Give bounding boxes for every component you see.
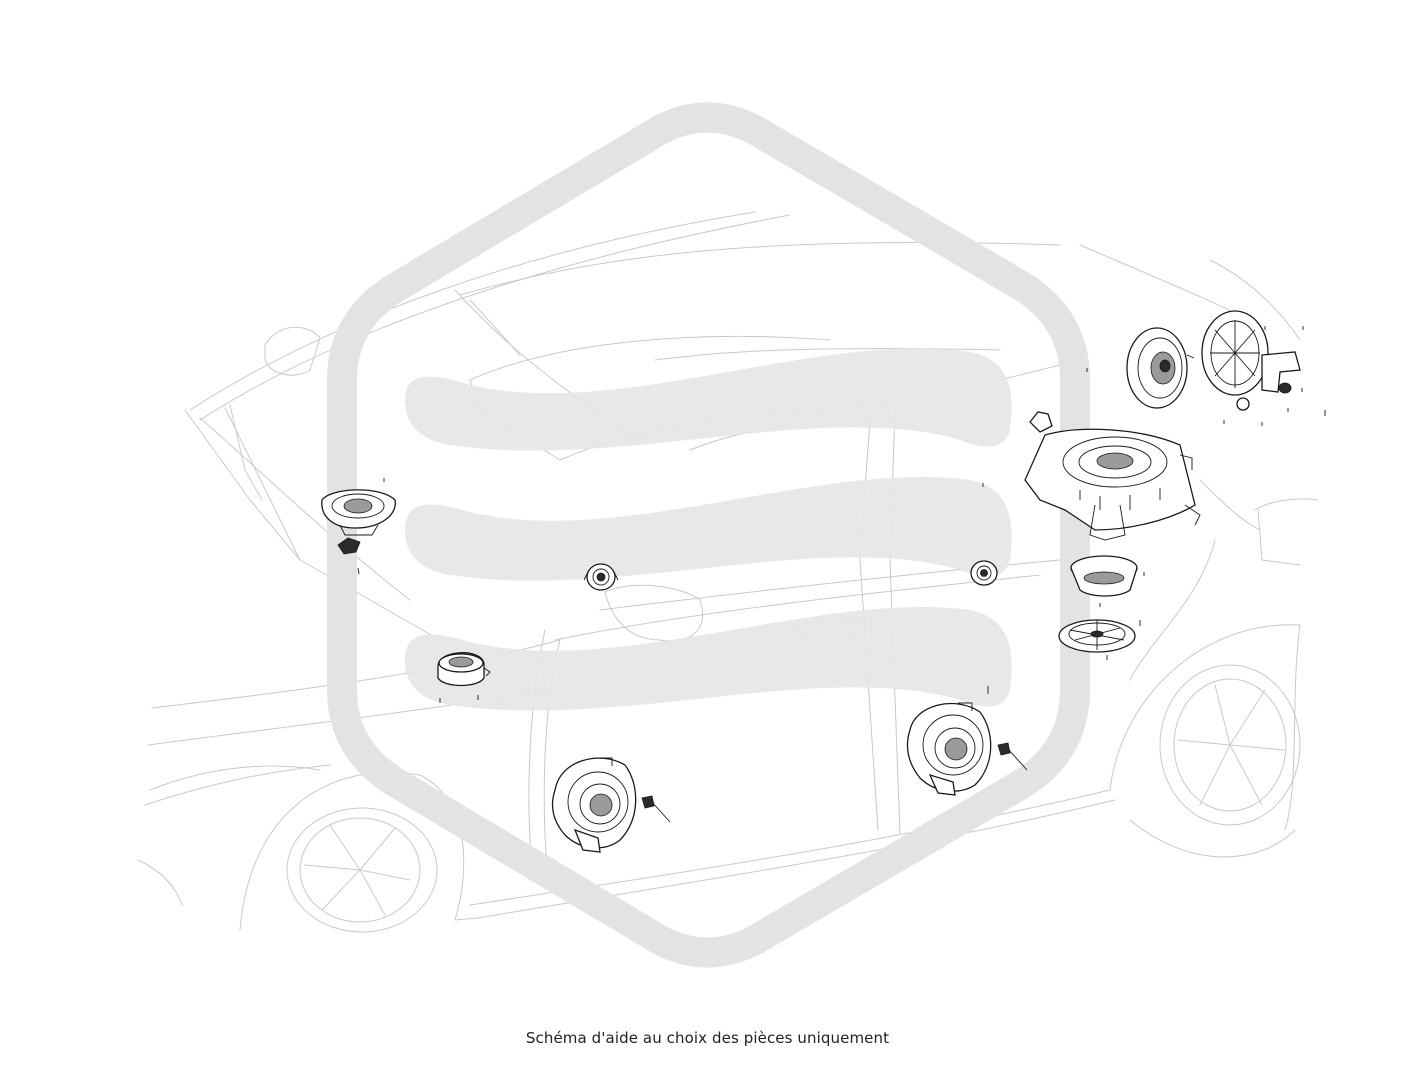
dash-speaker-part-icon <box>321 478 396 575</box>
disclaimer-caption: Schéma d'aide au choix des pièces unique… <box>525 1029 890 1047</box>
speaker-grille-part-icon <box>1058 619 1141 660</box>
front-tweeter-part-icon <box>583 563 619 591</box>
front-door-woofer-part-icon <box>551 757 671 853</box>
center-speaker-part-icon <box>437 652 491 703</box>
subwoofer-part-icon <box>1024 428 1201 541</box>
rear-tweeter-part-icon <box>970 483 998 586</box>
car-outline-icon <box>137 211 1319 933</box>
clip-part-icon <box>1029 411 1053 433</box>
rear-coaxial-speaker-part-icon <box>1126 327 1195 409</box>
spacer-ring-part-icon <box>1070 555 1145 607</box>
speaker-bracket-part-icon <box>1086 310 1326 426</box>
watermark-logo-icon <box>327 102 1090 968</box>
rear-door-woofer-part-icon <box>906 686 1028 796</box>
